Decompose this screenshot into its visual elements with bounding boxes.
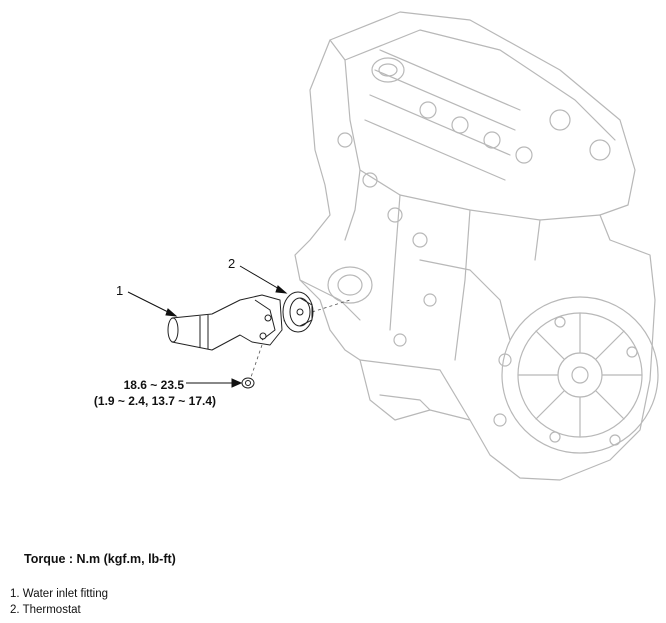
legend-item: 1. Water inlet fitting bbox=[10, 588, 109, 600]
callout-2-arrow bbox=[239, 265, 288, 294]
water-inlet-fitting-part bbox=[167, 294, 283, 351]
bolt-alignment-line bbox=[249, 344, 263, 381]
engine-exploded-diagram bbox=[127, 11, 659, 481]
parts-legend: 1. Water inlet fitting 2. Thermostat bbox=[10, 586, 108, 618]
torque-spec-line-1: 18.6 ~ 23.5 bbox=[123, 378, 184, 392]
bolt-part bbox=[241, 377, 255, 389]
engine-block-drawing bbox=[294, 11, 659, 481]
torque-spec: 18.6 ~ 23.5 (1.9 ~ 2.4, 13.7 ~ 17.4) bbox=[80, 377, 216, 409]
thermostat-part bbox=[282, 291, 314, 333]
torque-heading: Torque : N.m (kgf.m, lb-ft) bbox=[24, 552, 176, 566]
legend-item: 2. Thermostat bbox=[10, 604, 81, 616]
callout-label-1: 1 bbox=[116, 283, 124, 298]
torque-spec-line-2: (1.9 ~ 2.4, 13.7 ~ 17.4) bbox=[93, 394, 216, 408]
callout-label-2: 2 bbox=[228, 256, 236, 271]
torque-arrow bbox=[186, 378, 243, 388]
callout-1-arrow bbox=[127, 291, 178, 317]
